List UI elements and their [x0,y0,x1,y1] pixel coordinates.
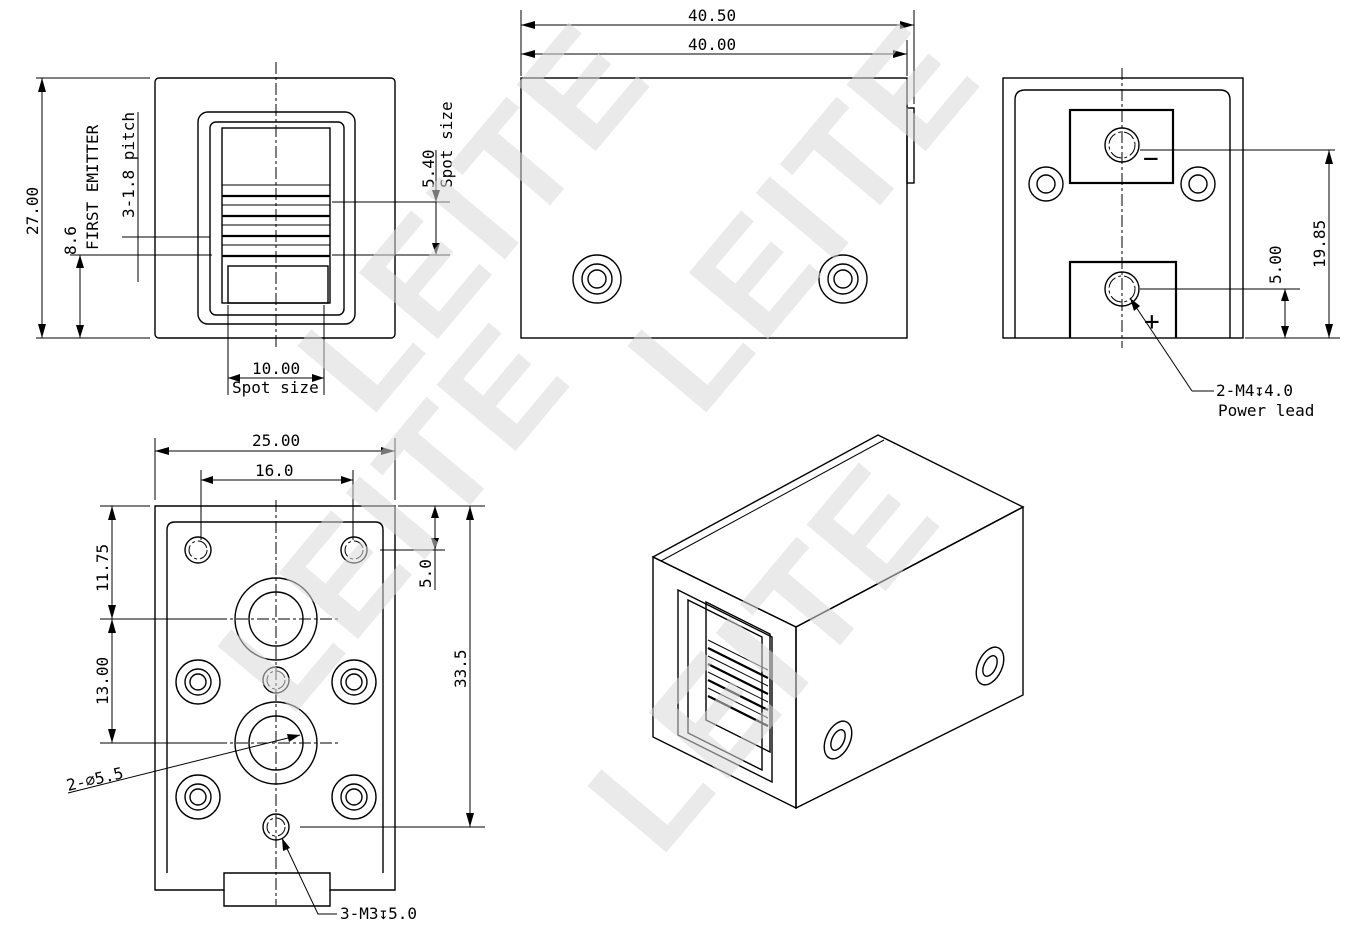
watermark-4: LEITE [556,432,971,881]
rear-view: − + 19.85 5.00 2-M4↧4.0 Power lead [1002,68,1340,420]
dim-overall: 33.5 [451,649,470,688]
dim-height: 27.00 [23,187,42,235]
dim-spot-height: 5.40 [419,149,438,188]
callout-screw: 3-M3↧5.0 [340,904,417,923]
callout-thread: 2-M4↧4.0 [1216,381,1293,400]
label-power-lead: Power lead [1218,401,1314,420]
callout-bore: 2-∅5.5 [65,763,126,795]
side-view: 40.50 40.00 [520,6,915,339]
dim-emitter-offset: 8.6 [61,226,80,255]
dim-bore-spacing: 13.00 [93,657,112,705]
label-spot-size-h: Spot size [232,378,319,397]
watermark-2: LEITE [596,0,1011,441]
front-view: 27.00 8.6 FIRST EMITTER 3-1.8 pitch 5.40… [23,62,456,397]
symbol-plus: + [1144,307,1160,337]
dim-top-offset: 11.75 [93,544,112,592]
symbol-minus: − [1143,144,1159,174]
dim-pitch: 3-1.8 pitch [119,112,138,218]
dim-terminal-height: 19.85 [1310,220,1329,268]
isometric-view [651,434,1025,810]
dim-spot-width: 10.00 [252,359,300,378]
dim-overall-length: 40.50 [688,6,736,25]
dim-terminal-offset: 5.00 [1266,245,1285,284]
label-spot-size-v: Spot size [437,101,456,188]
dim-hole-spacing: 16.0 [255,461,294,480]
bottom-view: 25.00 16.0 11.75 13.00 5.0 33.5 2-∅5.5 3… [65,431,485,923]
dim-edge-offset: 5.0 [416,559,435,588]
dim-width: 25.00 [252,431,300,450]
dim-body-length: 40.00 [688,35,736,54]
label-first-emitter: FIRST EMITTER [83,124,102,250]
